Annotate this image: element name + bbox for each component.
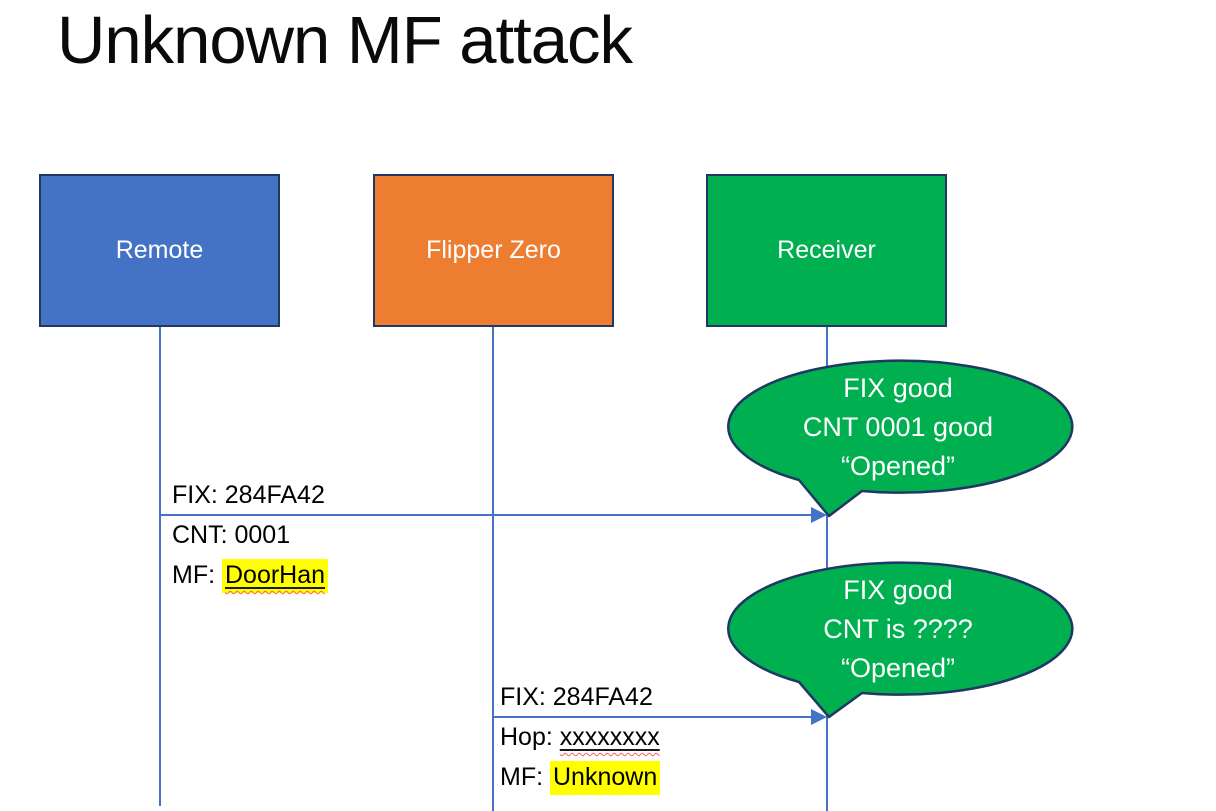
bubble-1-line-2: CNT 0001 good [802, 412, 994, 442]
actor-label-remote: Remote [115, 236, 204, 264]
bubble-1-line-1: FIX good [843, 373, 953, 403]
message-2-labels: FIX: 284FA42 Hop: xxxxxxxx MF: Unknown [500, 677, 661, 797]
message-1-fix: FIX: 284FA42 [172, 481, 325, 509]
message-1-cnt: CNT: 0001 [172, 521, 291, 549]
actor-label-receiver: Receiver [777, 236, 876, 264]
message-2-mf-value: Unknown [550, 761, 661, 795]
speech-bubble-1 [727, 359, 1074, 518]
bubble-1-line-3: “Opened” [840, 451, 956, 481]
actor-label-flipper-zero: Flipper Zero [426, 236, 561, 264]
message-2-fix: FIX: 284FA42 [500, 683, 653, 711]
speech-bubble-2-text: FIX good CNT is ???? “Opened” [718, 571, 1078, 688]
message-1-mf-prefix: MF: [172, 561, 222, 589]
bubble-2-line-2: CNT is ???? [823, 614, 973, 644]
message-1-mf-value: DoorHan [225, 561, 326, 589]
lifeline-flipper-zero [492, 327, 494, 811]
message-1-labels: FIX: 284FA42 CNT: 0001 MF: DoorHan [172, 475, 329, 595]
bubble-2-line-3: “Opened” [840, 653, 956, 683]
message-2-hop-value: xxxxxxxx [559, 723, 660, 751]
message-1-mf: MF: DoorHan [172, 555, 329, 595]
lifeline-receiver [826, 327, 828, 811]
message-2-mf-prefix: MF: [500, 763, 550, 791]
lifeline-remote [159, 327, 161, 806]
message-arrow-remote-to-receiver [160, 514, 813, 516]
arrowhead-flipper-to-receiver [811, 709, 827, 725]
actor-box-remote: Remote [39, 174, 280, 327]
slide-title: Unknown MF attack [57, 3, 633, 78]
message-arrow-flipper-to-receiver [493, 716, 813, 718]
actor-box-flipper-zero: Flipper Zero [373, 174, 614, 327]
speech-bubble-1-text: FIX good CNT 0001 good “Opened” [718, 369, 1078, 486]
message-2-mf: MF: Unknown [500, 757, 661, 797]
speech-bubble-2 [727, 561, 1074, 719]
message-2-hop: Hop: xxxxxxxx [500, 717, 660, 757]
actor-box-receiver: Receiver [706, 174, 947, 327]
arrowhead-remote-to-receiver [811, 507, 827, 523]
message-2-hop-prefix: Hop: [500, 723, 560, 751]
message-1-mf-highlight: DoorHan [222, 559, 329, 593]
bubble-2-line-1: FIX good [843, 575, 953, 605]
